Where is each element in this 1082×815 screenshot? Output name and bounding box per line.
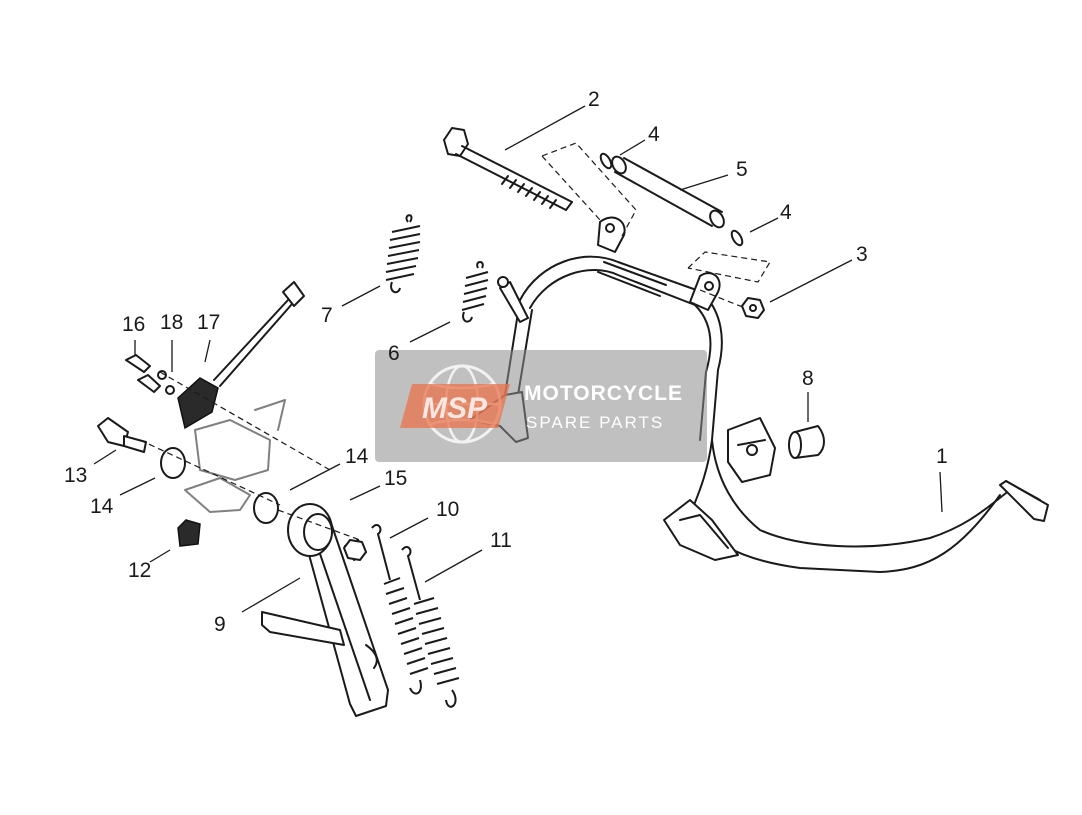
callout-13: 13: [64, 464, 87, 487]
watermark-panel: [375, 350, 707, 462]
callout-16: 16: [122, 313, 145, 336]
block-part-12: [177, 519, 201, 547]
callout-2: 2: [588, 88, 600, 111]
o-ring-part-14a: [160, 447, 186, 479]
callout-12: 12: [128, 559, 151, 582]
washer-part-4b: [730, 229, 744, 247]
rubber-buffer-part-8: [788, 425, 825, 459]
sensor-housing: [184, 399, 286, 513]
watermark-badge: [400, 384, 510, 428]
screws-part-16: [125, 354, 161, 393]
plug-part-13: [97, 417, 147, 453]
watermark-subtitle: SPARE PARTS: [526, 413, 664, 432]
callout-7: 7: [321, 304, 333, 327]
callout-4a: 4: [648, 123, 660, 146]
callout-3: 3: [856, 243, 868, 266]
callout-5: 5: [736, 158, 748, 181]
side-stand-part-9: [261, 503, 389, 717]
spring-part-7: [385, 214, 421, 294]
callout-18: 18: [160, 311, 183, 334]
watermark-logo: MSP: [422, 392, 488, 425]
nut-part-3: [741, 297, 765, 319]
spacer-tube-part-5: [599, 152, 744, 247]
callout-14a: 14: [90, 495, 114, 518]
spring-part-11: [401, 546, 460, 708]
callout-15: 15: [384, 467, 407, 490]
callout-labels: 1 2 3 4 4 5 6 7 8 9 10 11 12 13 14 14 15…: [64, 88, 948, 636]
callout-14b: 14: [345, 445, 369, 468]
callout-10: 10: [436, 498, 459, 521]
switch-part-17: [177, 281, 305, 430]
callout-8: 8: [802, 367, 814, 390]
watermark: MSP MOTORCYCLE SPARE PARTS: [375, 350, 707, 462]
callout-1: 1: [936, 445, 948, 468]
callout-6: 6: [388, 342, 400, 365]
bolt-part-2: [443, 127, 573, 211]
callout-11: 11: [490, 529, 512, 552]
washer-part-18: [157, 370, 167, 380]
spring-part-6: [461, 261, 529, 323]
callout-9: 9: [214, 613, 226, 636]
washer-part-4a: [599, 152, 613, 170]
watermark-title: MOTORCYCLE: [524, 382, 683, 405]
callout-17: 17: [197, 311, 220, 334]
nut-part-9: [343, 539, 367, 561]
o-ring-part-14b: [253, 492, 279, 524]
leader-lines: [93, 105, 943, 613]
callout-4b: 4: [780, 201, 792, 224]
spring-part-10: [371, 524, 429, 695]
